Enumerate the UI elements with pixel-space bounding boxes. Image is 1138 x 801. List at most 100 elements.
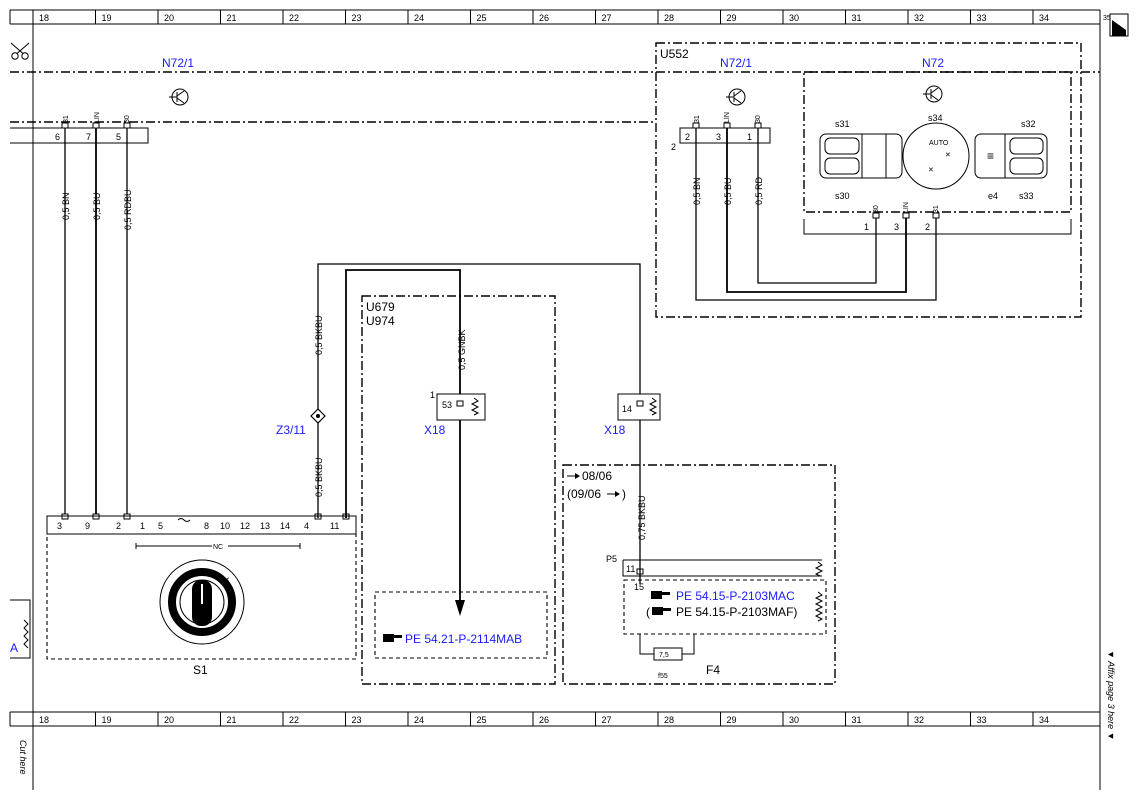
nc-bracket: NC xyxy=(135,542,301,551)
n72-box xyxy=(803,71,1072,213)
s1-pin-number: 12 xyxy=(240,521,250,531)
svg-text:✕: ✕ xyxy=(224,577,230,584)
pin-terminal xyxy=(872,212,880,219)
grid-column-number: 22 xyxy=(289,13,299,23)
grid-column-number: 19 xyxy=(102,715,112,725)
grid-column-number: 34 xyxy=(1039,715,1049,725)
svg-text:2: 2 xyxy=(685,132,690,142)
pin-terminal xyxy=(902,212,910,219)
x18-left-label[interactable]: X18 xyxy=(424,423,446,437)
p5-connector xyxy=(622,559,822,577)
svg-text:31: 31 xyxy=(933,205,940,213)
svg-text:◑: ◑ xyxy=(172,607,176,614)
svg-text:1: 1 xyxy=(430,390,435,400)
grid-column-number: 31 xyxy=(852,13,862,23)
pin-terminal xyxy=(92,122,100,129)
grid-column-number: 20 xyxy=(164,13,174,23)
hand-pointer-icon xyxy=(383,634,402,642)
switch-label: s34 xyxy=(928,113,943,123)
transistor-icon xyxy=(923,85,943,103)
svg-text:30: 30 xyxy=(873,205,880,213)
svg-text:LIN: LIN xyxy=(724,112,731,123)
svg-text:31: 31 xyxy=(63,115,70,123)
wire-label: 0,5 BKBU xyxy=(314,315,324,355)
grid-column-number: 30 xyxy=(789,13,799,23)
transistor-icon xyxy=(726,88,746,106)
svg-text:3: 3 xyxy=(894,222,899,232)
svg-text:NC: NC xyxy=(213,544,223,551)
svg-text:✕: ✕ xyxy=(945,152,951,159)
edge-label-a[interactable]: A xyxy=(10,641,18,655)
wave-symbol xyxy=(177,518,191,522)
svg-text:⚑: ⚑ xyxy=(183,572,189,580)
hand-pointer-icon xyxy=(652,607,671,615)
grid-column-number: 29 xyxy=(727,13,737,23)
date-from: 08/06 xyxy=(582,469,612,483)
n72-1-right-label[interactable]: N72/1 xyxy=(720,56,752,70)
svg-text:3: 3 xyxy=(716,132,721,142)
rotary-switch-icon: ⚑ ✕ ✕ ◐ ◑ ✲ xyxy=(159,559,245,645)
fuse-icon xyxy=(653,647,683,661)
svg-text:2: 2 xyxy=(671,142,676,152)
grid-column-number: 19 xyxy=(102,13,112,23)
fuse-wire xyxy=(639,634,695,655)
pin-terminal xyxy=(723,122,731,129)
light-switch-panel: ≡ AUTO ✕ ✕ xyxy=(819,122,1048,190)
n72-label[interactable]: N72 xyxy=(922,56,944,70)
f4-label: F4 xyxy=(706,663,720,677)
frame: 35 xyxy=(9,9,1129,790)
s1-pin-number: 4 xyxy=(304,521,309,531)
s1-pin-number: 14 xyxy=(280,521,290,531)
u974-label: U974 xyxy=(366,314,395,328)
grid-column-number: 26 xyxy=(539,13,549,23)
svg-text:5: 5 xyxy=(116,132,121,142)
grid-column-number: 21 xyxy=(227,715,237,725)
wire-label: 0,5 BN xyxy=(692,177,702,205)
svg-text:◐: ◐ xyxy=(230,593,234,600)
grid-column-number: 33 xyxy=(977,13,987,23)
u552-box xyxy=(655,42,1082,318)
pin-terminal xyxy=(754,122,762,129)
f4-box xyxy=(562,464,836,685)
arrow-right-icon xyxy=(567,473,580,479)
x18-connector: 1 53 xyxy=(430,390,486,421)
wire-label: 0,5 BU xyxy=(92,192,102,220)
wire-label: 0,5 GNBK xyxy=(457,329,467,370)
ref-link-2[interactable]: PE 54.15-P-2103MAC xyxy=(676,589,795,603)
s1-pin-number: 2 xyxy=(116,521,121,531)
grid-column-number: 33 xyxy=(977,715,987,725)
svg-text:2: 2 xyxy=(925,222,930,232)
x18-right-label[interactable]: X18 xyxy=(604,423,626,437)
grid-column-number: 25 xyxy=(477,715,487,725)
u679-box xyxy=(361,295,556,685)
x18-connector: 14 xyxy=(617,393,661,421)
svg-text:1: 1 xyxy=(864,222,869,232)
s1-pin-number: 11 xyxy=(330,521,339,531)
n72-1-left-label[interactable]: N72/1 xyxy=(162,56,194,70)
svg-text:53: 53 xyxy=(442,400,452,410)
grid-column-number: 26 xyxy=(539,715,549,725)
u679-label: U679 xyxy=(366,300,395,314)
grid-column-number: 27 xyxy=(602,715,612,725)
ref-open-paren: ( xyxy=(646,605,650,619)
ref-link-1[interactable]: PE 54.21-P-2114MAB xyxy=(405,632,522,646)
pin-terminal xyxy=(636,400,644,407)
switch-label: e4 xyxy=(988,191,998,201)
wire-label: 0,5 RDBU xyxy=(123,189,133,230)
left-connector: 6 7 5 31 LIN 30 xyxy=(10,112,149,144)
switch-label: s33 xyxy=(1019,191,1034,201)
switch-label: s32 xyxy=(1021,119,1036,129)
svg-text:✕: ✕ xyxy=(928,167,934,174)
date-to: (09/06 xyxy=(567,487,601,501)
wire-bkbu xyxy=(317,263,641,518)
grid-column-number: 32 xyxy=(914,13,924,23)
wire-label: 0,5 BU xyxy=(723,177,733,205)
z3-11-label[interactable]: Z3/11 xyxy=(276,423,306,437)
pin-label: 15 xyxy=(634,582,644,592)
ref-box xyxy=(623,579,827,635)
transistor-icon xyxy=(169,88,189,106)
pin-label: 11 xyxy=(626,564,635,574)
